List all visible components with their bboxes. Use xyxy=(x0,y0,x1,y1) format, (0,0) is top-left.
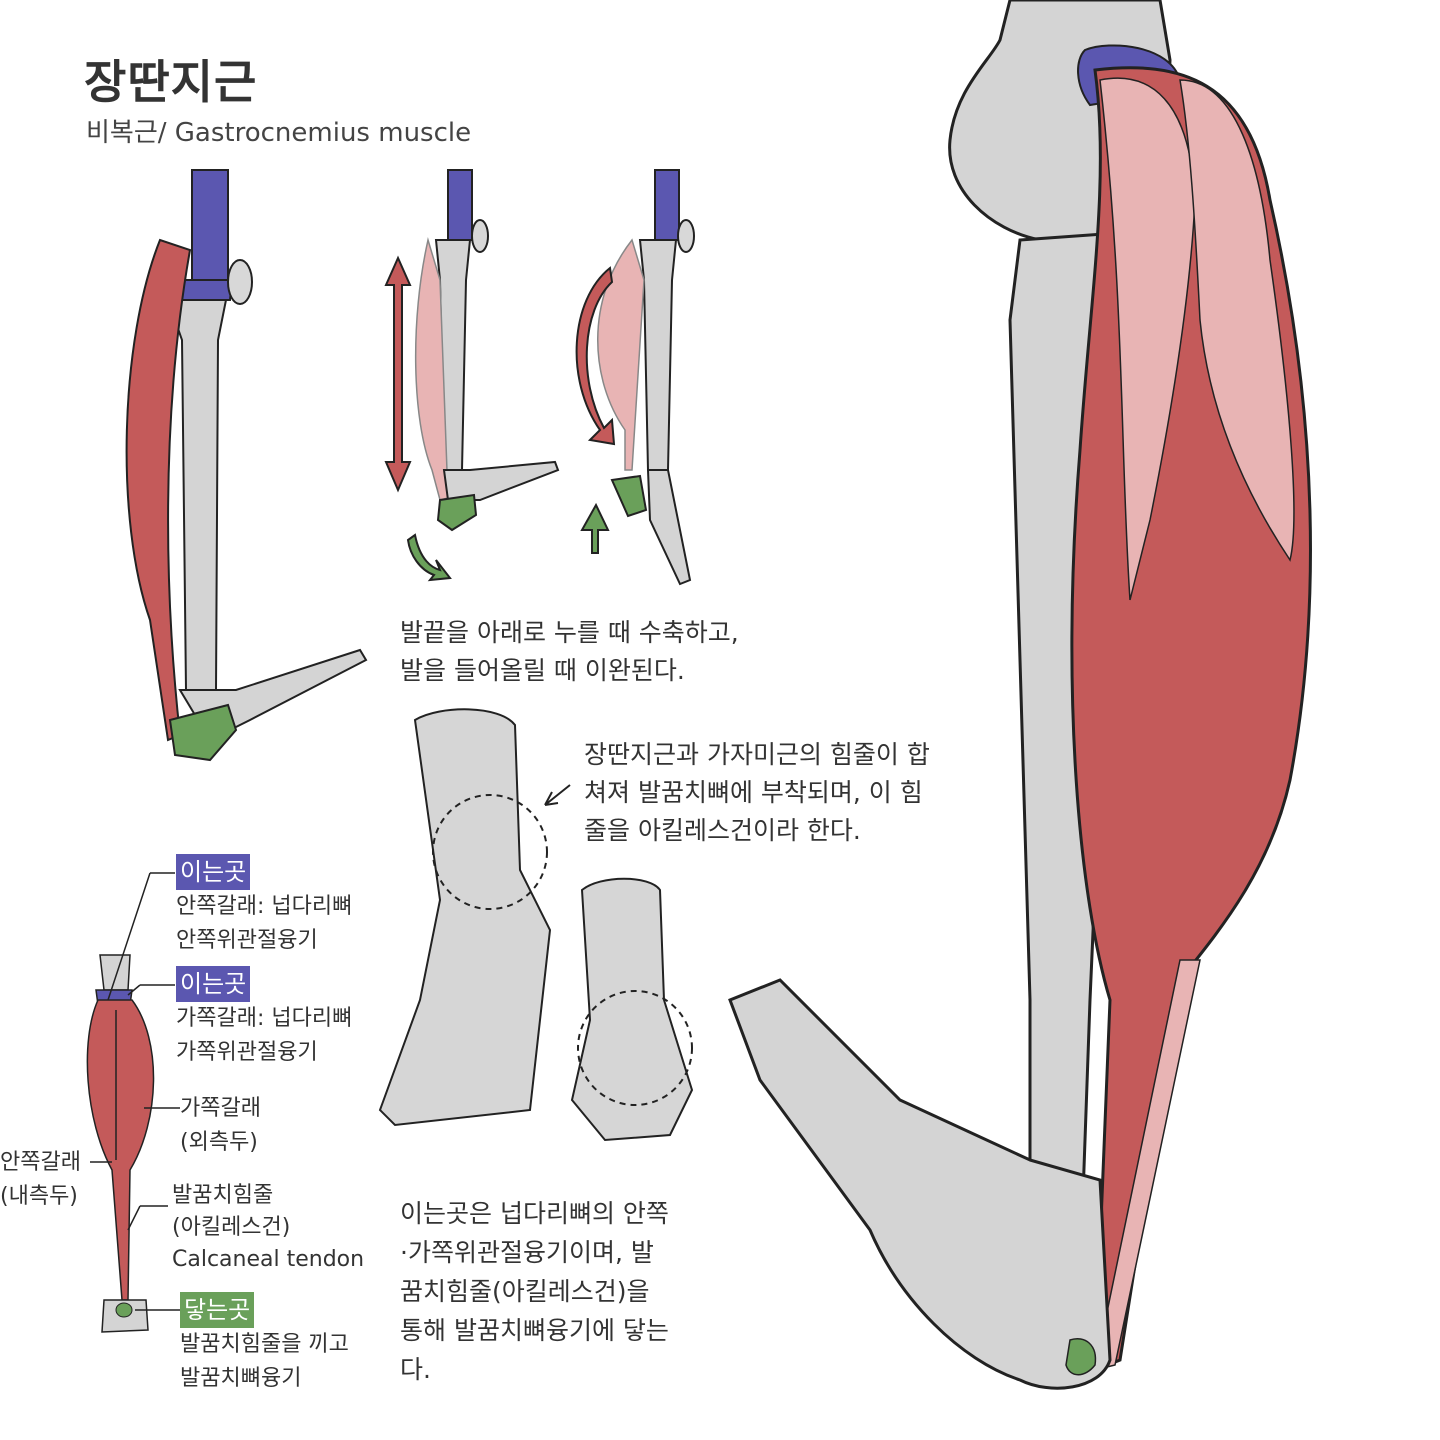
lateral-head-name: 가쪽갈래 xyxy=(180,1096,261,1121)
lateral-head-label: 가쪽갈래 (외측두) xyxy=(180,1092,261,1160)
summary-caption-line: 이는곳은 넙다리뼈의 안쪽 xyxy=(400,1199,669,1228)
tendon-caption-line: 장딴지근과 가자미근의 힘줄이 합 xyxy=(584,740,930,769)
posterior-view xyxy=(86,872,180,1333)
summary-caption: 이는곳은 넙다리뼈의 안쪽 ·가쪽위관절융기이며, 발 꿈치힘줄(아킬레스건)을… xyxy=(400,1194,669,1389)
motion-caption: 발끝을 아래로 누를 때 수축하고, 발을 들어올릴 때 이완된다. xyxy=(400,614,739,690)
page-subtitle: 비복근/ Gastrocnemius muscle xyxy=(86,118,472,148)
summary-caption-line: ·가쪽위관절융기이며, 발 xyxy=(400,1238,654,1267)
patella xyxy=(227,259,253,305)
origin-detail: 안쪽갈래: 넙다리뼈 xyxy=(176,894,353,919)
lateral-head-term: (외측두) xyxy=(180,1130,258,1155)
medial-head-term: (내측두) xyxy=(0,1184,78,1209)
ankle-views xyxy=(378,708,694,1142)
tendon-english: Calcaneal tendon xyxy=(172,1247,365,1272)
tendon-highlight-circle-back xyxy=(577,990,693,1106)
tendon-caption-line: 줄을 아킬레스건이라 한다. xyxy=(584,816,861,845)
tendon-name: 발꿈치힘줄 xyxy=(172,1183,274,1208)
medial-head-name: 안쪽갈래 xyxy=(0,1150,81,1175)
origin-detail: 가쪽갈래: 넙다리뼈 xyxy=(176,1006,353,1031)
ankle-side xyxy=(378,708,552,1127)
gastrocnemius-side xyxy=(125,238,192,742)
relaxation-view xyxy=(575,169,695,586)
pointer-arrow xyxy=(544,784,571,806)
summary-caption-line: 통해 발꿈치뼈융기에 닿는 xyxy=(400,1316,669,1345)
tibia xyxy=(166,299,228,691)
page-title: 장딴지근 xyxy=(84,55,258,109)
gastrocnemius-back xyxy=(86,999,155,1301)
large-leg-illustration xyxy=(728,0,1312,1390)
summary-caption-line: 꿈치힘줄(아킬레스건)을 xyxy=(400,1277,650,1306)
medial-head-label: 안쪽갈래 (내측두) xyxy=(0,1146,81,1214)
tendon-highlight-circle xyxy=(432,794,548,910)
calcaneal-tendon-label: 발꿈치힘줄 (아킬레스건) Calcaneal tendon xyxy=(172,1180,364,1276)
up-arrow xyxy=(580,502,610,554)
contract-arrow xyxy=(575,266,616,446)
down-arrow xyxy=(406,533,452,582)
side-view-leg xyxy=(125,169,368,762)
femur-origin-patch xyxy=(191,169,229,281)
origin-detail: 안쪽위관절융기 xyxy=(176,928,318,953)
calcaneus-insertion xyxy=(168,703,238,762)
summary-caption-line: 다. xyxy=(400,1355,431,1384)
origin-badge: 이는곳 xyxy=(176,966,251,1002)
achilles-tendon-large xyxy=(1094,959,1201,1372)
contraction-view xyxy=(384,169,560,582)
motion-caption-line: 발끝을 아래로 누를 때 수축하고, xyxy=(400,618,739,647)
insertion-label: 닿는곳 발꿈치힘줄을 끼고 발꿈치뼈융기 xyxy=(180,1292,349,1396)
stretch-arrow xyxy=(384,255,412,493)
foot-large xyxy=(728,978,1112,1390)
tendon-caption: 장딴지근과 가자미근의 힘줄이 합 쳐져 발꿈치뼈에 부착되며, 이 힘 줄을 … xyxy=(584,736,930,850)
insertion-detail: 발꿈치뼈융기 xyxy=(180,1366,302,1391)
origin-medial-label: 이는곳 안쪽갈래: 넙다리뼈 안쪽위관절융기 xyxy=(176,854,352,958)
motion-caption-line: 발을 들어올릴 때 이완된다. xyxy=(400,656,685,685)
origin-badge: 이는곳 xyxy=(176,854,251,890)
insertion-detail: 발꿈치힘줄을 끼고 xyxy=(180,1332,349,1357)
origin-lateral-label: 이는곳 가쪽갈래: 넙다리뼈 가쪽위관절융기 xyxy=(176,966,352,1070)
ankle-back xyxy=(570,877,694,1142)
tendon-term: (아킬레스건) xyxy=(172,1215,291,1240)
insertion-badge: 닿는곳 xyxy=(180,1292,255,1328)
gastrocnemius-large xyxy=(1070,66,1312,1373)
tendon-caption-line: 쳐져 발꿈치뼈에 부착되며, 이 힘 xyxy=(584,778,923,807)
origin-detail: 가쪽위관절융기 xyxy=(176,1040,318,1065)
